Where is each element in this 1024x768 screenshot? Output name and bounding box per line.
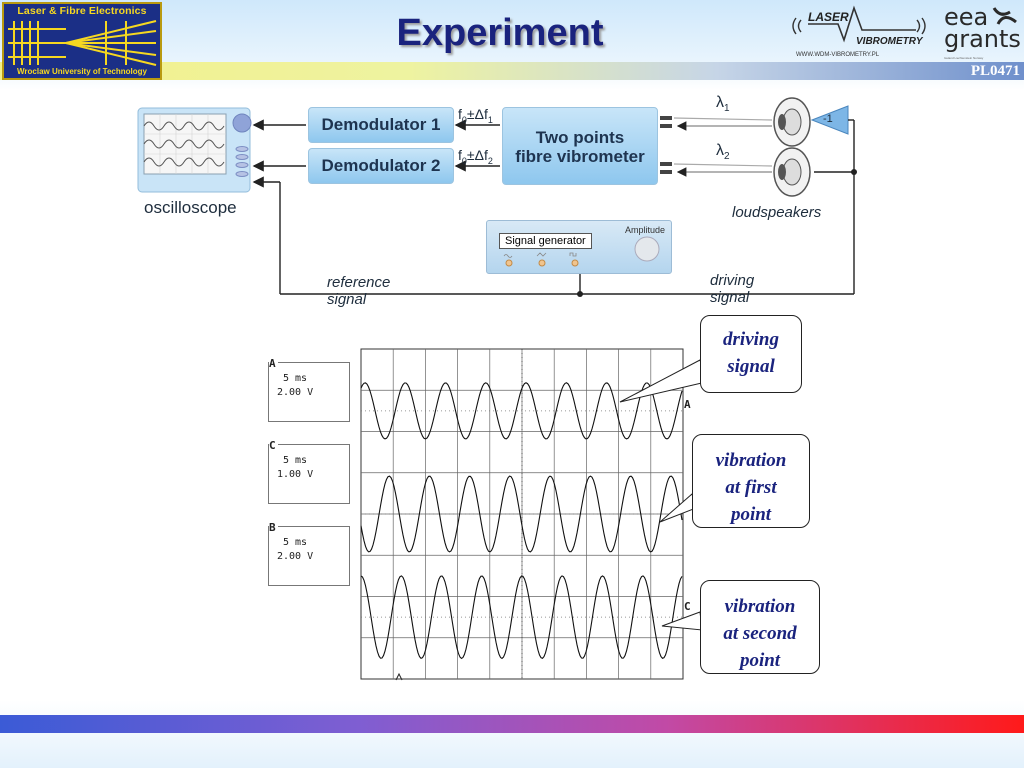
channel-c-tag: C (269, 439, 278, 452)
scope-trace-b (360, 475, 683, 553)
signal-generator-label: Signal generator (499, 233, 592, 249)
lfe-logo-bottom-text: Wroclaw University of Technology (4, 66, 160, 78)
channel-a-settings: A 5 ms 2.00 V (268, 357, 350, 422)
lv-line2: VIBROMETRY (856, 36, 924, 47)
callout-vib1-line2: at first (725, 477, 777, 498)
lambda-1-label: λ1 (716, 94, 730, 115)
loudspeaker-1-icon (773, 97, 811, 147)
demodulator-2: Demodulator 2 (308, 148, 454, 184)
lv-url: WWW.WDM-VIBROMETRY.PL (796, 52, 880, 58)
callout-vib1-line1: vibration (715, 450, 787, 471)
demodulator-1: Demodulator 1 (308, 107, 454, 143)
page-title: Experiment (396, 12, 604, 54)
header-strip (0, 62, 1024, 80)
inverter-label: -1 (823, 113, 833, 125)
lfe-logo: Laser & Fibre Electronics Wroclaw Univer… (2, 2, 162, 80)
vibrometer-line1: Two points (535, 128, 625, 147)
eea-text: eea grants (944, 3, 1021, 53)
lfe-logo-graphic (8, 20, 157, 66)
eea-subtitle: Iceland Liechtenstein Norway (944, 56, 984, 60)
callout-vib2-line3: point (739, 650, 781, 671)
laser-vibrometry-logo: LASER VIBROMETRY WWW.WDM-VIBROMETRY.PL (786, 2, 936, 60)
trace-tag-b: B (684, 498, 691, 511)
amplitude-label: Amplitude (624, 225, 665, 235)
fibre-vibrometer: Two points fibre vibrometer (502, 107, 658, 185)
eea-line2: grants (944, 25, 1021, 53)
callout-vibration-first: vibration at first point (692, 434, 810, 528)
callout-driving-line2: signal (727, 356, 775, 377)
channel-a-time: 5 ms (283, 373, 308, 384)
callout-vibration-second: vibration at second point (700, 580, 820, 674)
scope-trace-c (360, 575, 683, 660)
trigger-marker-icon (395, 672, 403, 681)
callout-vib2-line2: at second (723, 623, 797, 644)
freq-label-1: f0±Δf1 (458, 106, 493, 125)
loudspeakers-label: loudspeakers (732, 204, 822, 221)
loudspeaker-2-icon (773, 147, 811, 197)
eea-line1: eea (944, 3, 989, 31)
scope-trace-a (360, 382, 683, 440)
callout-driving-line1: driving (723, 329, 779, 350)
driving-signal-label: driving signal (710, 272, 755, 306)
callout-vib2-line1: vibration (724, 596, 796, 617)
eea-symbol-icon (992, 7, 1017, 25)
project-code: PL0471 (970, 63, 1020, 79)
laser-vibrometry-graphic: LASER VIBROMETRY (792, 5, 926, 47)
channel-b-tag: B (269, 521, 278, 534)
channel-c-settings: C 5 ms 1.00 V (268, 439, 350, 504)
reference-signal-label: reference signal (327, 274, 391, 308)
callout-vib1-line3: point (730, 504, 772, 525)
oscilloscope-label: oscilloscope (144, 198, 237, 217)
trace-tag-a: A (684, 398, 691, 411)
channel-b-volts: 2.00 V (277, 551, 314, 562)
oscilloscope-display (360, 348, 684, 681)
channel-c-time: 5 ms (283, 455, 308, 466)
signal-generator: Signal generator Amplitude (486, 220, 672, 274)
lfe-logo-top-text: Laser & Fibre Electronics (17, 5, 147, 17)
vibrometer-line2: fibre vibrometer (515, 147, 645, 166)
trace-tag-c: C (684, 600, 691, 613)
channel-a-volts: 2.00 V (277, 387, 314, 398)
lv-line1: LASER (808, 10, 849, 24)
diagram-wires (137, 97, 857, 297)
bottom-gradient-bar (0, 715, 1024, 733)
lambda-2-label: λ2 (716, 142, 730, 163)
channel-c-volts: 1.00 V (277, 469, 314, 480)
eea-grants-logo: eea grants Iceland Liechtenstein Norway (942, 2, 1022, 62)
freq-label-2: f0±Δf2 (458, 147, 493, 166)
generator-controls (503, 236, 660, 267)
channel-b-settings: B 5 ms 2.00 V (268, 521, 350, 586)
callout-driving-signal: driving signal (700, 315, 802, 393)
channel-b-time: 5 ms (283, 537, 308, 548)
channel-a-tag: A (269, 357, 278, 370)
